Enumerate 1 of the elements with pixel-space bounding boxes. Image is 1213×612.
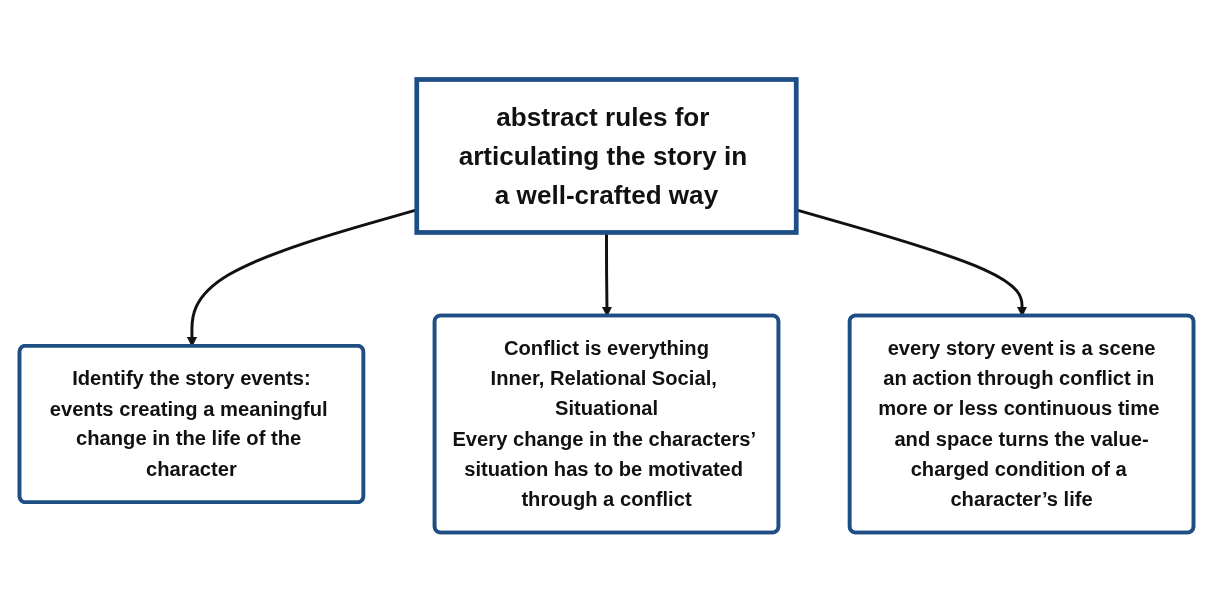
node-box: abstract rules for articulating the story in a well-crafted way [414,77,799,235]
